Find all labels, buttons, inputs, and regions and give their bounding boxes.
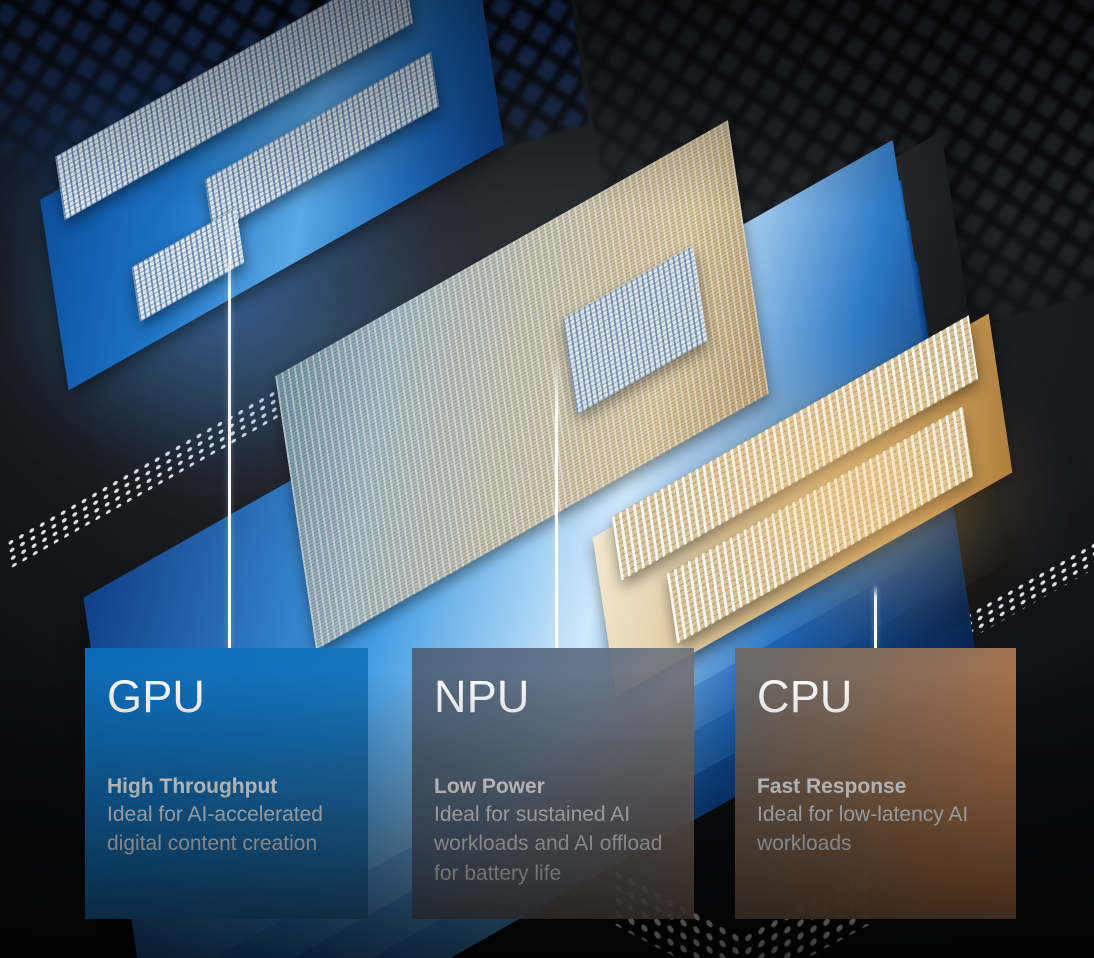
background-vignette bbox=[0, 0, 1094, 958]
chip-architecture-graphic: GPU High Throughput Ideal for AI-acceler… bbox=[0, 0, 1094, 958]
